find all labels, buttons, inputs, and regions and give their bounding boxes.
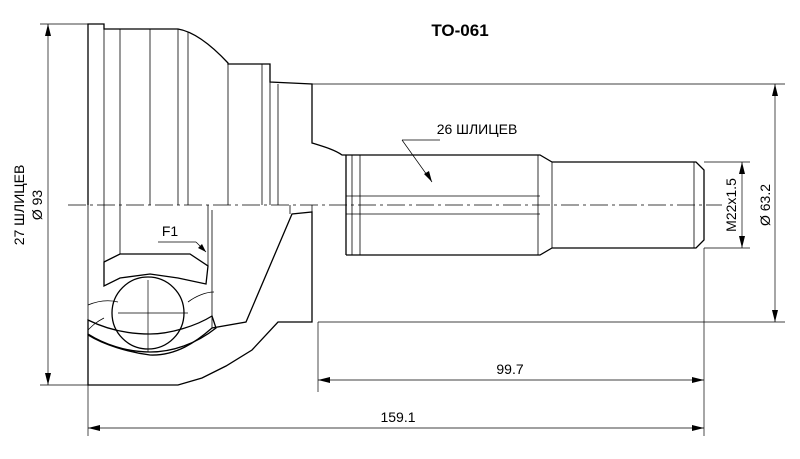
thread-label: M22x1.5 bbox=[723, 178, 739, 232]
part-number-title: TO-061 bbox=[431, 21, 488, 40]
feature-label-f1: F1 bbox=[162, 223, 179, 239]
overall-length-label: 159.1 bbox=[380, 409, 415, 425]
outer-diameter-label: Ø 93 bbox=[29, 190, 45, 221]
housing-section bbox=[87, 205, 313, 386]
outer-splines-label: 27 ШЛИЦЕВ bbox=[11, 165, 27, 246]
shaft bbox=[345, 154, 705, 256]
shaft-splines-label: 26 ШЛИЦЕВ bbox=[437, 121, 518, 137]
housing-outline bbox=[87, 23, 346, 205]
dimension-lines bbox=[40, 23, 785, 436]
shaft-diameter-label: Ø 63.2 bbox=[757, 184, 773, 226]
shaft-length-label: 99.7 bbox=[496, 361, 523, 377]
